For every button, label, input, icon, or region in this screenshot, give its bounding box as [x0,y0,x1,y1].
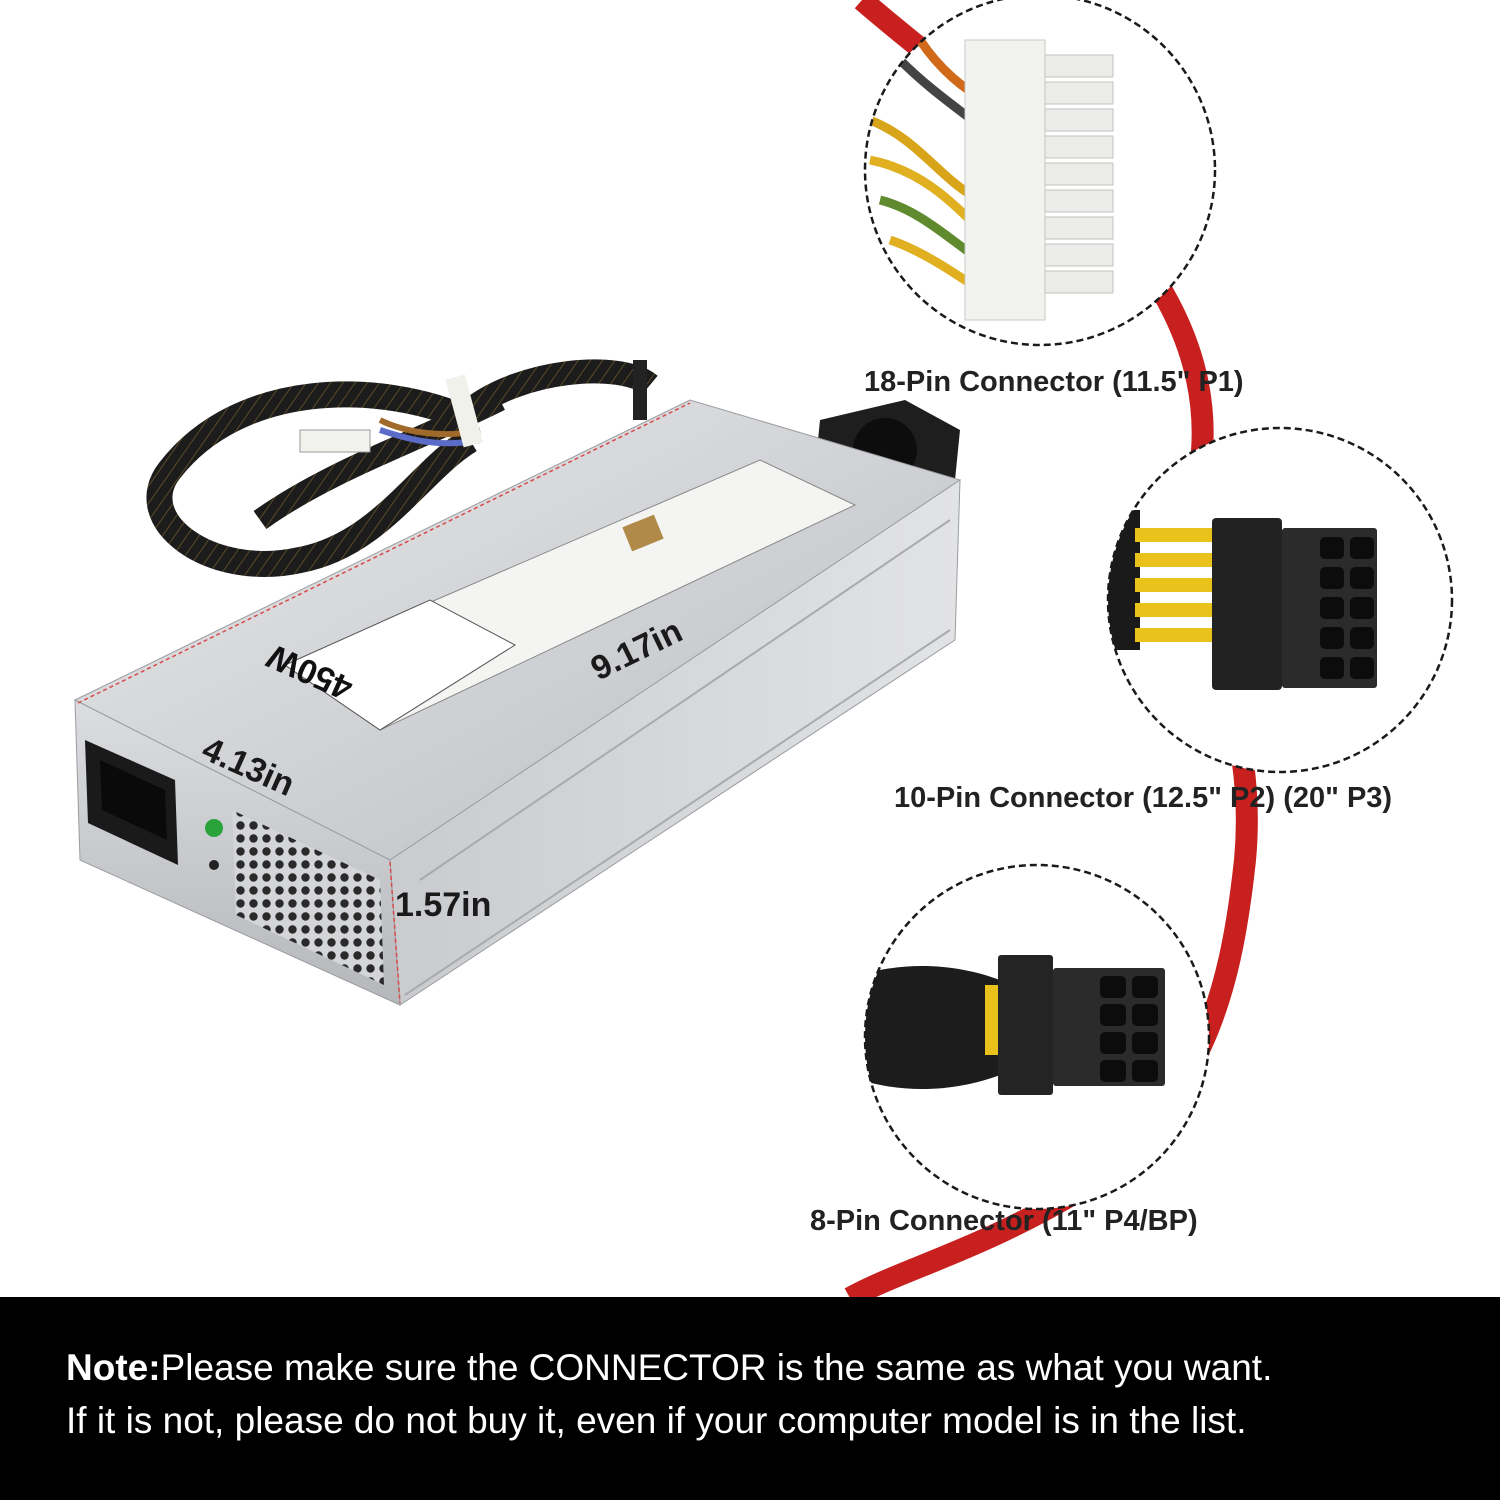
note-prefix: Note: [66,1347,161,1388]
connector-photo-10-pin [1106,426,1454,774]
note-text-1: Please make sure the CONNECTOR is the sa… [160,1347,1273,1388]
dimension-line-length [77,402,691,704]
connector-caption-8-pin: 8-Pin Connector (11" P4/BP) [810,1205,1198,1237]
connector-caption-18-pin: 18-Pin Connector (11.5" P1) [864,366,1244,398]
power-supply-unit [73,399,962,1006]
ac-inlet [85,740,178,865]
note-banner: Note:Please make sure the CONNECTOR is t… [0,1297,1500,1500]
connector-caption-10-pin: 10-Pin Connector (12.5" P2) (20" P3) [894,782,1393,814]
connector-photo-8-pin [863,863,1211,1211]
dimension-height-label: 1.57in [395,886,492,924]
dimension-line-height [389,861,401,1004]
connector-photo-18-pin [863,0,1217,347]
vent-grille [232,810,384,985]
product-scene: 450W [73,0,1454,1300]
braided-cables [146,359,658,577]
note-line-2: If it is not, please do not buy it, even… [66,1400,1247,1441]
note-line-1: Note:Please make sure the CONNECTOR is t… [66,1347,1272,1389]
status-led-icon [205,819,223,837]
